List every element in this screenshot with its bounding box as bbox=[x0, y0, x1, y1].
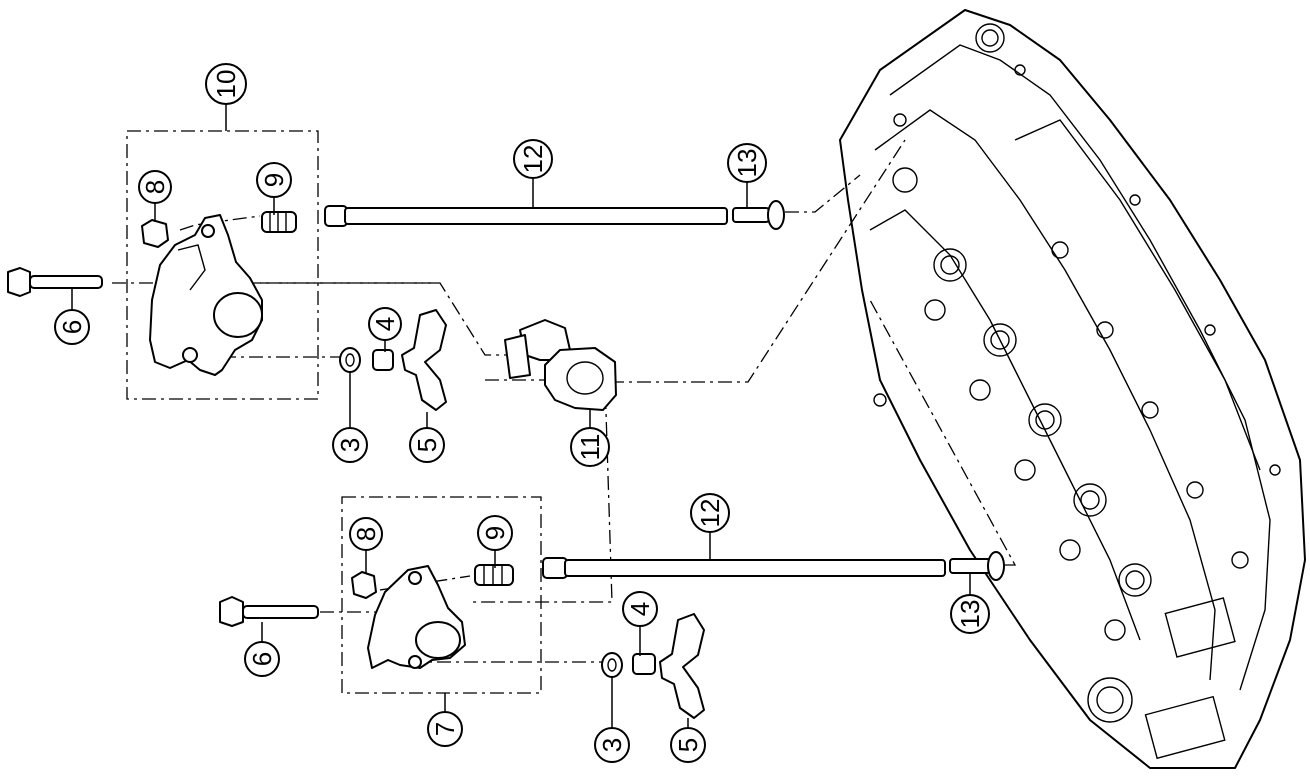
svg-text:11: 11 bbox=[575, 434, 605, 461]
svg-text:10: 10 bbox=[211, 70, 241, 99]
adjuster-screw-lower bbox=[474, 564, 514, 586]
callout-9: 9 bbox=[477, 515, 513, 551]
callout-11: 11 bbox=[570, 427, 610, 467]
sleeve-upper bbox=[372, 349, 394, 371]
callout-5: 5 bbox=[670, 727, 706, 763]
callout-12: 12 bbox=[513, 139, 553, 179]
svg-text:8: 8 bbox=[140, 180, 170, 194]
svg-text:9: 9 bbox=[480, 526, 510, 540]
bolt-lower bbox=[219, 596, 319, 627]
shaft-plug-upper bbox=[732, 200, 785, 230]
svg-text:13: 13 bbox=[955, 600, 985, 629]
svg-text:5: 5 bbox=[673, 738, 703, 752]
callout-7: 7 bbox=[427, 711, 463, 747]
washer-lower bbox=[601, 652, 623, 678]
svg-text:4: 4 bbox=[625, 602, 655, 616]
svg-text:6: 6 bbox=[247, 652, 277, 666]
svg-text:8: 8 bbox=[351, 527, 381, 541]
svg-text:5: 5 bbox=[412, 438, 442, 452]
callout-10: 10 bbox=[205, 63, 247, 105]
leader-lines bbox=[71, 104, 971, 728]
callouts: 10 8 9 12 13 6 4 3 5 11 8 9 12 13 6 bbox=[54, 63, 990, 763]
rocker-shaft-lower bbox=[542, 557, 946, 579]
svg-text:9: 9 bbox=[259, 173, 289, 187]
callout-3: 3 bbox=[594, 727, 630, 763]
svg-text:3: 3 bbox=[335, 438, 365, 452]
nut-lower bbox=[351, 571, 377, 599]
callout-13: 13 bbox=[950, 594, 990, 634]
callout-6: 6 bbox=[54, 309, 90, 345]
svg-text:12: 12 bbox=[518, 145, 548, 174]
upper-assembly bbox=[7, 200, 785, 411]
callout-9: 9 bbox=[256, 162, 292, 198]
svg-text:6: 6 bbox=[57, 320, 87, 334]
svg-text:12: 12 bbox=[695, 499, 725, 528]
callout-12: 12 bbox=[690, 493, 730, 533]
cylinder-head bbox=[839, 9, 1306, 769]
callout-8: 8 bbox=[349, 517, 383, 551]
svg-text:4: 4 bbox=[370, 317, 400, 331]
svg-text:3: 3 bbox=[597, 738, 627, 752]
lower-assembly bbox=[219, 551, 1005, 719]
callout-8: 8 bbox=[138, 170, 172, 204]
shaft-plug-lower bbox=[949, 551, 1005, 581]
callout-4: 4 bbox=[368, 307, 402, 341]
rocker-shaft-upper bbox=[324, 205, 728, 227]
callout-13: 13 bbox=[727, 143, 767, 183]
svg-text:13: 13 bbox=[732, 149, 762, 178]
callout-6: 6 bbox=[244, 641, 280, 677]
callout-4: 4 bbox=[622, 591, 658, 627]
washer-upper bbox=[339, 347, 361, 373]
nut-upper bbox=[141, 219, 169, 248]
callout-5: 5 bbox=[409, 427, 445, 463]
valve-bridge-lower bbox=[659, 613, 705, 719]
bolt-upper bbox=[7, 267, 103, 297]
rocker-support-block bbox=[504, 319, 617, 411]
adjuster-screw-upper bbox=[261, 211, 297, 233]
callout-3: 3 bbox=[332, 427, 368, 463]
valve-bridge-upper bbox=[401, 309, 447, 411]
sleeve-lower bbox=[632, 653, 656, 675]
svg-text:7: 7 bbox=[430, 722, 460, 736]
